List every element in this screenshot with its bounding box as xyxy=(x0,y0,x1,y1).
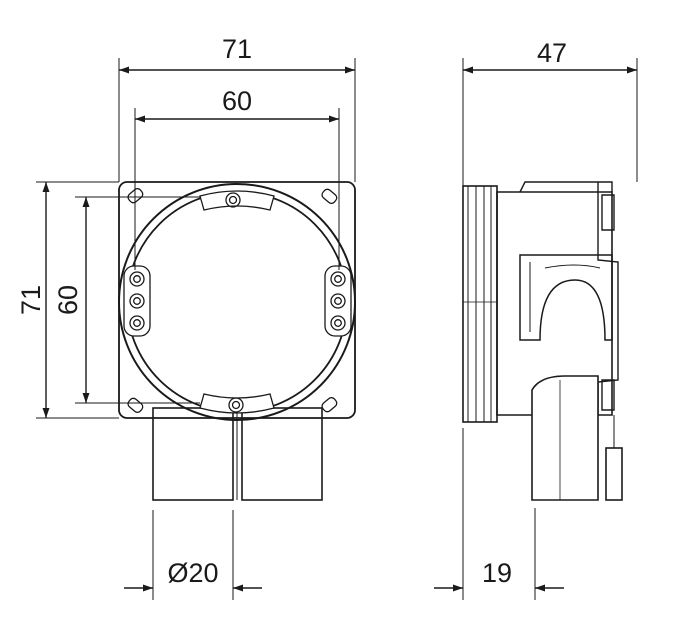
front-view: 71 60 71 60 Ø20 xyxy=(16,34,356,600)
top-screw-lug xyxy=(199,190,275,211)
bottom-screw-lug xyxy=(199,393,275,414)
right-screw-bosses xyxy=(324,265,352,337)
corner-slots xyxy=(127,188,338,413)
front-extension-lines xyxy=(36,58,356,600)
side-outlet-pipe xyxy=(531,375,623,501)
dim-pipe-diameter: Ø20 xyxy=(167,558,218,588)
dim-width-outer: 71 xyxy=(222,34,252,64)
dim-depth: 47 xyxy=(537,38,567,68)
dim-height-inner: 60 xyxy=(53,285,83,315)
side-dimension-lines xyxy=(434,66,637,592)
dim-width-inner: 60 xyxy=(222,86,252,116)
front-pipes xyxy=(152,407,323,501)
box-outer-ring xyxy=(118,183,356,421)
side-view: 47 19 xyxy=(434,38,638,600)
dim-height-outer: 71 xyxy=(16,285,46,315)
side-arch xyxy=(519,254,613,341)
left-pipe xyxy=(152,407,234,501)
right-pipe xyxy=(241,407,323,501)
left-screw-bosses xyxy=(123,265,151,337)
dim-pipe-offset: 19 xyxy=(482,558,512,588)
side-box-body xyxy=(496,191,613,416)
side-flange xyxy=(462,185,498,423)
front-dimension-lines xyxy=(42,66,355,592)
box-inner-ring xyxy=(126,191,348,413)
